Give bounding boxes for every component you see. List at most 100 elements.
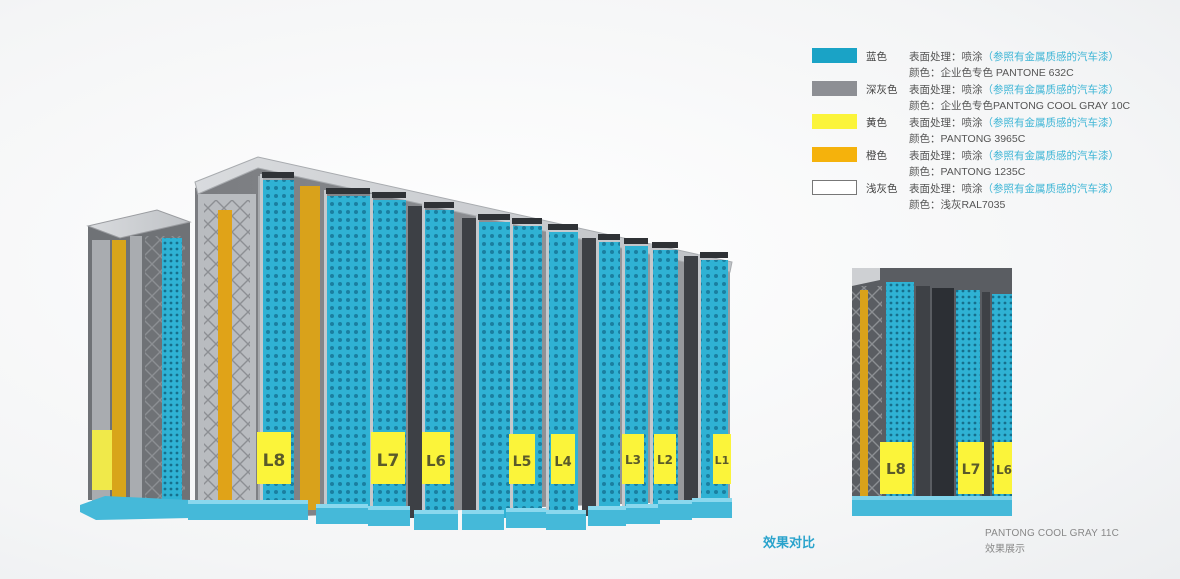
color-swatch [812,180,857,195]
bay-base-highlight [588,506,626,510]
bay-label-panel [422,432,450,484]
bay-frame-post [596,236,599,516]
legend-treatment-note: （参照有金属质感的汽车漆） [982,150,1120,162]
bay-label: L7 [377,451,400,471]
legend-treatment-text: 表面处理：喷涂 [909,183,983,195]
bay-label: L7 [962,462,981,478]
bay-frame-post [370,194,373,518]
bay-dark-column [462,218,476,516]
legend-color-name: 浅灰色 [866,183,898,195]
legend-color-code: 颜色：PANTONG 3965C [909,133,1026,145]
color-swatch [812,48,857,63]
bay-base-foot [188,500,258,520]
bay-base-foot [626,504,660,524]
bay-frame-post [260,174,263,516]
bay-perforated-panel [478,222,510,518]
bay-label: L4 [554,455,571,470]
left-small-tower [80,209,192,520]
legend-treatment: 表面处理：喷涂（参照有金属质感的汽车漆） [909,49,1119,64]
bay-dark-column [582,238,596,516]
legend-treatment-text: 表面处理：喷涂 [909,150,983,162]
main-labels: L8 L7 L6 L5 L4 L3 L2 L1 [257,432,731,484]
bay-base-highlight [462,510,504,514]
bay-label-panel [622,434,644,484]
bay-base-foot [658,500,692,520]
legend-item-dark-gray-color: 颜色：企业色专色PANTONG COOL GRAY 10C [812,96,1172,112]
legend-color-code: 颜色：PANTONG 1235C [909,166,1026,178]
color-swatch [812,147,857,162]
bay-base-highlight [188,500,258,504]
bay-label-panel [958,442,984,494]
bay-label-panel [880,442,912,494]
bay-base-foot [546,510,586,530]
bay-label-panel [257,432,291,484]
bay-top-cap [512,218,542,224]
bay-label-panel [654,434,676,484]
legend-treatment-text: 表面处理：喷涂 [909,84,983,96]
bay-base-highlight [316,504,368,508]
legend-color-name: 橙色 [866,150,887,162]
color-swatch [812,114,857,129]
bay-base-foot [258,500,308,520]
bay-top-cap [372,192,406,198]
bay-frame-post [476,216,479,518]
bay-label: L1 [715,454,730,467]
legend-item-yellow-color: 颜色：PANTONG 3965C [812,129,1172,145]
bay-frame-post [546,226,549,518]
color-swatch [812,81,857,96]
bay-base-highlight [626,504,660,508]
legend-treatment: 表面处理：喷涂（参照有金属质感的汽车漆） [909,82,1119,97]
bay-label: L6 [996,463,1012,477]
bay-top-cap [548,224,578,230]
main-caption: 效果对比 [763,535,816,550]
legend-item-light-gray: 浅灰色 表面处理：喷涂（参照有金属质感的汽车漆） [812,178,1172,195]
legend-color-name: 黄色 [866,117,887,129]
legend-treatment: 表面处理：喷涂（参照有金属质感的汽车漆） [909,181,1119,196]
bay-top-cap [598,234,620,240]
bay-top-cap [326,188,370,194]
bay-frame-post [324,190,327,516]
bay-frame-post [698,254,701,508]
legend-item-yellow: 黄色 表面处理：喷涂（参照有金属质感的汽车漆） [812,112,1172,129]
bay-label: L8 [263,451,286,471]
legend-color-name: 深灰色 [866,84,898,96]
bay-dark-column [408,206,422,518]
legend-treatment-text: 表面处理：喷涂 [909,117,983,129]
bay-label: L5 [513,454,532,470]
bay-label: L6 [426,452,446,470]
bay-perforated-panel [326,196,370,516]
bay-frame-post [510,220,513,518]
comparison-caption-color: PANTONG COOL GRAY 11C [985,528,1120,539]
legend-item-orange: 橙色 表面处理：喷涂（参照有金属质感的汽车漆） [812,145,1172,162]
legend-treatment-text: 表面处理：喷涂 [909,51,983,63]
bay-base-highlight [414,510,458,514]
bay-label: L3 [625,453,641,467]
bay-dark-column [684,256,698,510]
bay-label-panel [994,442,1012,494]
bay-top-cap [652,242,678,248]
bay-top-cap [624,238,648,244]
bay-base-foot [692,498,732,518]
color-legend: 蓝色 表面处理：喷涂（参照有金属质感的汽车漆） 颜色：企业色专色 PANTONE… [812,46,1172,211]
bay-label-panel [551,434,575,484]
bay-base-highlight [506,508,546,512]
bay-frame-post [622,240,625,514]
legend-treatment-note: （参照有金属质感的汽车漆） [982,117,1120,129]
legend-treatment-note: （参照有金属质感的汽车漆） [982,84,1120,96]
bay-base-foot [462,510,504,530]
bay-base-highlight [546,510,586,514]
bay-base-foot [316,504,368,524]
bay-top-cap [262,172,294,178]
bay-base-foot [414,510,458,530]
legend-item-orange-color: 颜色：PANTONG 1235C [812,162,1172,178]
legend-item-blue: 蓝色 表面处理：喷涂（参照有金属质感的汽车漆） [812,46,1172,63]
bay-top-cap [478,214,510,220]
legend-item-dark-gray: 深灰色 表面处理：喷涂（参照有金属质感的汽车漆） [812,79,1172,96]
bay-label-panel [371,432,405,484]
legend-treatment: 表面处理：喷涂（参照有金属质感的汽车漆） [909,115,1119,130]
bay-base-highlight [692,498,732,502]
legend-treatment: 表面处理：喷涂（参照有金属质感的汽车漆） [909,148,1119,163]
legend-treatment-note: （参照有金属质感的汽车漆） [982,51,1120,63]
bay-top-cap [424,202,454,208]
